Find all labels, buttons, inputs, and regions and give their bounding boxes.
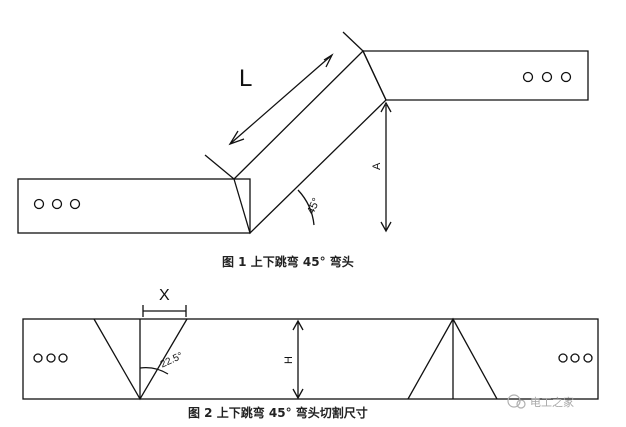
- dim-A-arrow-top: [380, 101, 392, 113]
- watermark: 电工之家: [507, 394, 574, 409]
- watermark-text: 电工之家: [530, 395, 574, 409]
- hole: [33, 353, 43, 363]
- hole: [58, 353, 68, 363]
- dim-L-arrow-a: [228, 130, 245, 146]
- hole: [541, 71, 553, 83]
- angle-arc-22-5: [139, 366, 169, 375]
- right-tray: [361, 50, 589, 101]
- figure2-caption: 图 2 上下跳弯 45° 弯头切割尺寸: [188, 405, 368, 420]
- angle-label-22-5: 22.5°: [159, 351, 185, 371]
- label-X: X: [159, 287, 170, 304]
- hole: [558, 353, 568, 363]
- hole: [46, 353, 56, 363]
- hole: [560, 71, 572, 83]
- hole: [570, 353, 580, 363]
- figure1: [17, 31, 589, 235]
- hole: [33, 198, 45, 210]
- figure1-caption: 图 1 上下跳弯 45° 弯头: [222, 254, 354, 269]
- dim-L-arrow-b: [323, 53, 334, 68]
- label-H: H: [283, 356, 295, 364]
- dim-A-arrow-bottom: [380, 221, 392, 233]
- figure2: [22, 305, 599, 401]
- hole: [522, 71, 534, 83]
- hole: [51, 198, 63, 210]
- angle-label-45: 45°: [305, 196, 323, 216]
- lower-bend-line: [204, 154, 235, 180]
- label-A: A: [371, 162, 383, 170]
- hole: [69, 198, 81, 210]
- flat-tray: [22, 318, 599, 400]
- left-tray: [17, 178, 251, 234]
- upper-bend-line: [342, 31, 364, 52]
- dim-L-line: [229, 54, 333, 145]
- dim-H-arrow-bottom: [292, 388, 304, 400]
- watermark-logo-icon: [507, 394, 521, 408]
- label-L: L: [239, 65, 252, 92]
- angle-arc-45: [297, 189, 315, 226]
- dim-H-arrow-top: [292, 319, 304, 331]
- hole: [583, 353, 593, 363]
